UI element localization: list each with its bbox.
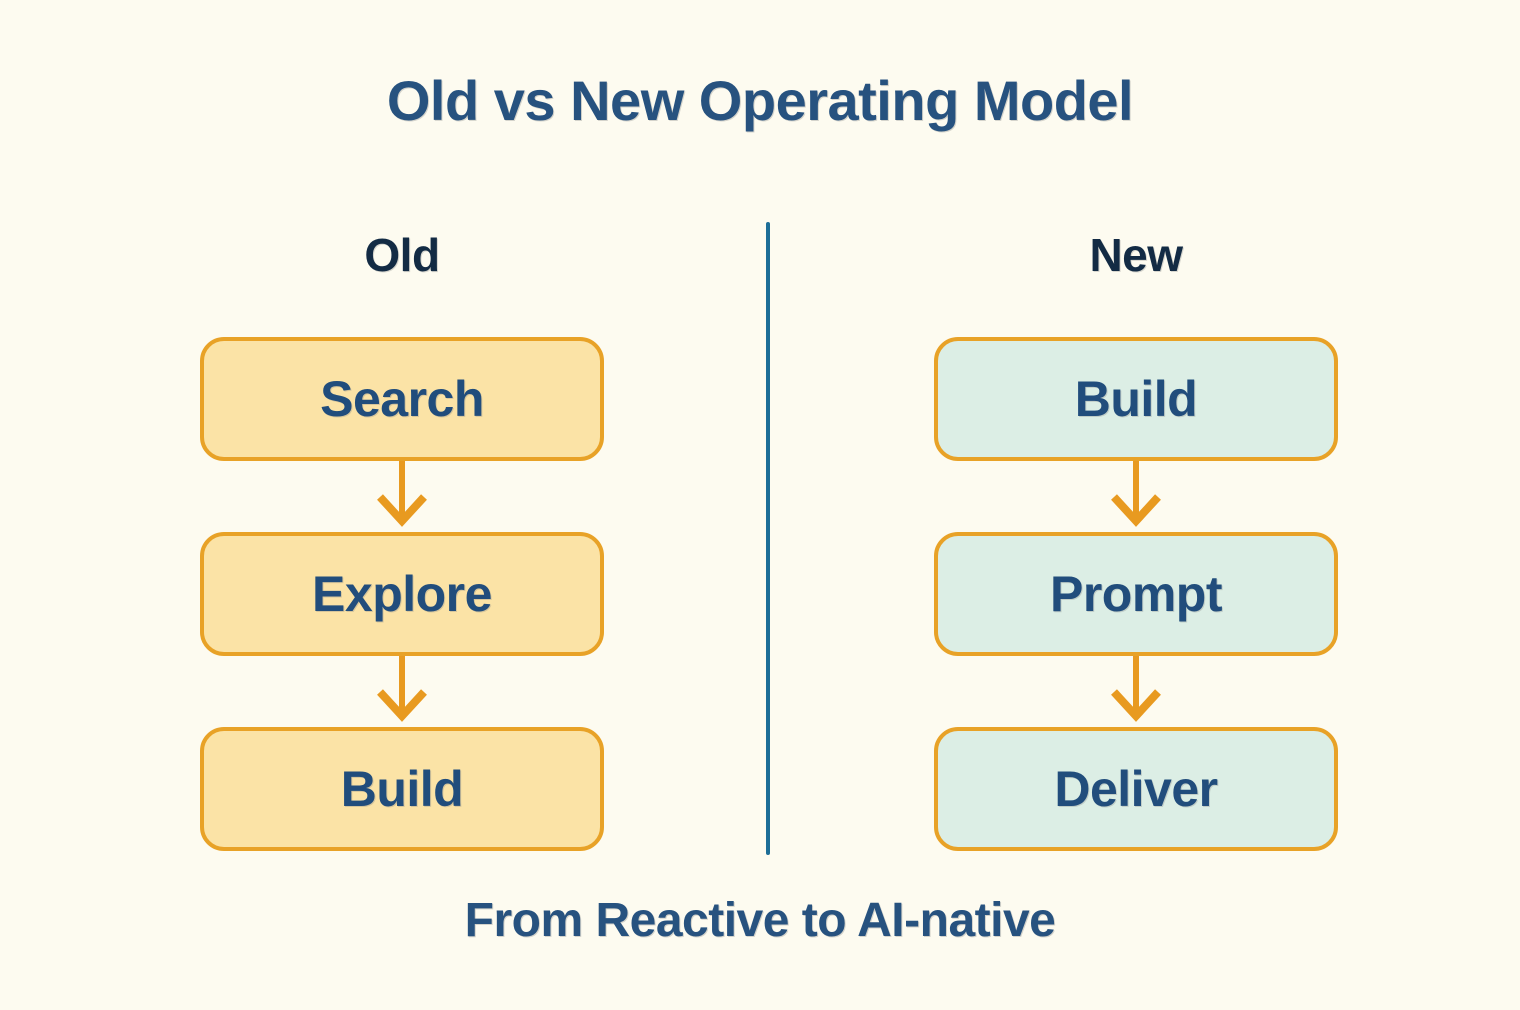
flow-node-old-3[interactable]: Build bbox=[200, 727, 604, 851]
diagram-caption: From Reactive to AI-native bbox=[464, 894, 1056, 947]
down-arrow-icon bbox=[1111, 461, 1161, 527]
flow-connector-old-1 bbox=[200, 461, 604, 532]
flow-node-new-1[interactable]: Build bbox=[934, 337, 1338, 461]
down-arrow-icon bbox=[377, 656, 427, 722]
column-header-old: Old bbox=[364, 229, 440, 281]
column-header-new: New bbox=[1089, 229, 1183, 281]
flow-node-new-2[interactable]: Prompt bbox=[934, 532, 1338, 656]
flow-node-old-2[interactable]: Explore bbox=[200, 532, 604, 656]
flow-connector-new-1 bbox=[934, 461, 1338, 532]
flow-column-old: Search Explore Build bbox=[200, 337, 604, 851]
flow-connector-old-2 bbox=[200, 656, 604, 727]
down-arrow-icon bbox=[377, 461, 427, 527]
down-arrow-icon bbox=[1111, 656, 1161, 722]
flow-node-old-1[interactable]: Search bbox=[200, 337, 604, 461]
flow-column-new: Build Prompt Deliver bbox=[934, 337, 1338, 851]
flow-connector-new-2 bbox=[934, 656, 1338, 727]
page-title: Old vs New Operating Model bbox=[386, 69, 1134, 132]
column-divider bbox=[766, 222, 770, 855]
flow-node-new-3[interactable]: Deliver bbox=[934, 727, 1338, 851]
